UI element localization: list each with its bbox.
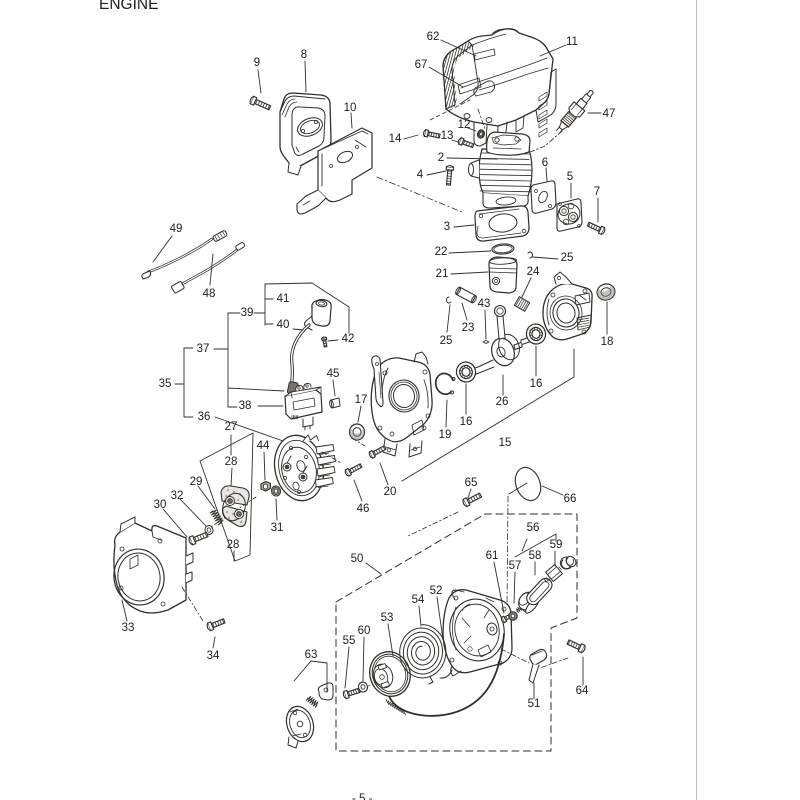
svg-text:55: 55 [343, 635, 356, 647]
svg-text:23: 23 [462, 322, 475, 334]
svg-text:11: 11 [566, 36, 578, 48]
svg-text:18: 18 [601, 336, 614, 348]
svg-text:35: 35 [159, 378, 172, 390]
svg-text:40: 40 [277, 319, 290, 331]
svg-text:54: 54 [412, 594, 425, 606]
svg-text:56: 56 [527, 522, 540, 534]
svg-text:19: 19 [439, 429, 452, 441]
svg-text:38: 38 [239, 400, 252, 412]
svg-text:34: 34 [207, 650, 220, 662]
svg-text:53: 53 [381, 612, 394, 624]
svg-text:39: 39 [241, 307, 254, 319]
svg-text:60: 60 [358, 625, 371, 637]
svg-text:37: 37 [197, 343, 210, 355]
svg-text:4: 4 [417, 169, 424, 181]
svg-text:16: 16 [530, 378, 543, 390]
svg-text:47: 47 [603, 108, 616, 120]
svg-text:ENGINE: ENGINE [99, 0, 158, 13]
svg-text:12: 12 [458, 119, 471, 131]
svg-text:22: 22 [435, 246, 448, 258]
svg-text:8: 8 [301, 49, 307, 61]
svg-text:6: 6 [542, 157, 548, 169]
svg-text:14: 14 [389, 133, 402, 145]
svg-text:44: 44 [257, 440, 270, 452]
svg-text:50: 50 [351, 553, 364, 565]
svg-text:65: 65 [465, 477, 478, 489]
svg-text:28: 28 [225, 456, 238, 468]
svg-text:30: 30 [154, 499, 167, 511]
svg-text:41: 41 [277, 293, 290, 305]
svg-text:57: 57 [509, 560, 522, 572]
svg-text:9: 9 [254, 57, 260, 69]
svg-text:43: 43 [478, 298, 491, 310]
svg-text:45: 45 [327, 368, 340, 380]
svg-text:15: 15 [499, 437, 512, 449]
svg-text:36: 36 [198, 411, 211, 423]
svg-text:5: 5 [567, 171, 573, 183]
svg-text:17: 17 [355, 394, 368, 406]
svg-text:3: 3 [444, 221, 450, 233]
svg-text:10: 10 [344, 102, 357, 114]
svg-text:61: 61 [486, 550, 499, 562]
svg-text:66: 66 [564, 493, 577, 505]
svg-text:- 5 -: - 5 - [352, 793, 373, 800]
svg-text:49: 49 [170, 223, 183, 235]
svg-text:13: 13 [441, 130, 454, 142]
svg-text:21: 21 [436, 268, 449, 280]
svg-text:2: 2 [438, 152, 444, 164]
svg-text:33: 33 [122, 622, 135, 634]
svg-text:52: 52 [430, 585, 443, 597]
svg-text:32: 32 [171, 490, 184, 502]
svg-text:28: 28 [227, 539, 240, 551]
svg-text:16: 16 [460, 416, 473, 428]
svg-text:58: 58 [529, 550, 542, 562]
svg-text:20: 20 [384, 486, 397, 498]
svg-text:62: 62 [427, 31, 440, 43]
svg-text:26: 26 [496, 396, 509, 408]
svg-text:64: 64 [576, 685, 589, 697]
svg-text:25: 25 [440, 335, 453, 347]
svg-text:31: 31 [271, 522, 284, 534]
svg-text:67: 67 [415, 59, 428, 71]
svg-text:25: 25 [561, 252, 574, 264]
svg-text:29: 29 [190, 476, 203, 488]
svg-text:48: 48 [203, 288, 216, 300]
svg-text:59: 59 [550, 539, 563, 551]
svg-text:51: 51 [528, 698, 541, 710]
svg-text:42: 42 [342, 333, 355, 345]
svg-text:24: 24 [527, 266, 540, 278]
svg-text:7: 7 [594, 186, 600, 198]
svg-text:46: 46 [357, 503, 370, 515]
svg-text:27: 27 [225, 421, 238, 433]
svg-text:63: 63 [305, 649, 318, 661]
